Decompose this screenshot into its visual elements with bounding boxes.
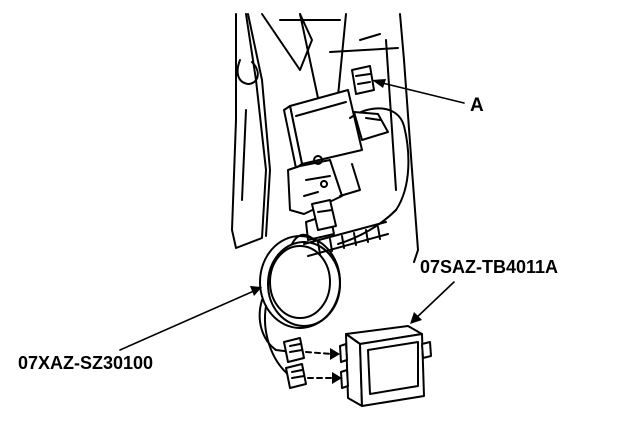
callout-connector-a: A xyxy=(470,95,484,116)
callout-test-tool: 07SAZ-TB4011A xyxy=(420,257,559,277)
leader-arrowheads xyxy=(250,79,422,324)
test-tool-box xyxy=(339,325,432,407)
leader-lines xyxy=(119,81,465,351)
connection-arrowheads xyxy=(330,348,342,384)
coiled-harness xyxy=(258,233,341,381)
body-panel xyxy=(329,13,419,263)
connection-arrows xyxy=(305,351,335,379)
middle-connector xyxy=(311,163,361,231)
callout-harness: 07XAZ-SZ30100 xyxy=(18,353,154,373)
pillar-trim xyxy=(231,13,341,249)
harness-plugs xyxy=(283,337,307,389)
connector-a xyxy=(351,65,375,95)
unit-wire xyxy=(337,107,410,245)
